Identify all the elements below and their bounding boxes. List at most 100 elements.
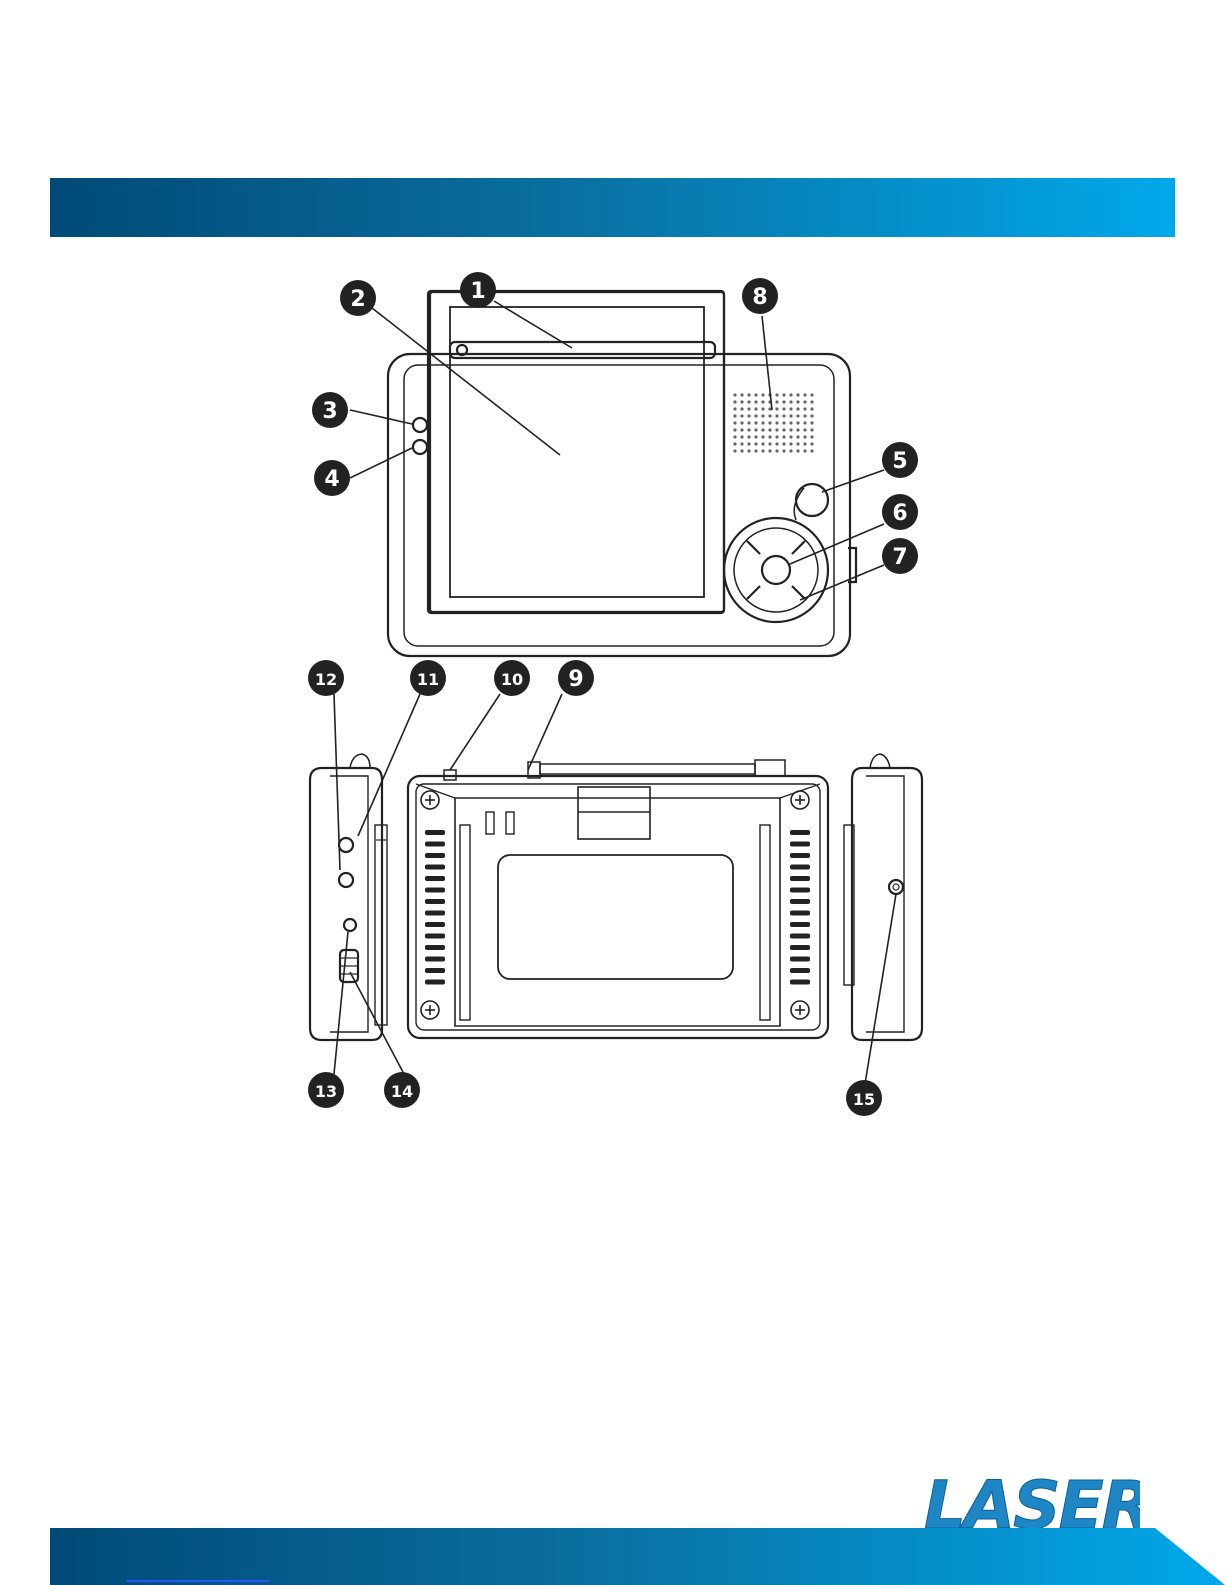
speaker-hole (796, 393, 799, 396)
svg-text:9: 9 (568, 667, 583, 692)
speaker-hole (782, 393, 785, 396)
device-body-back (408, 776, 828, 1038)
vent-slot (790, 899, 810, 904)
lcd-screen (428, 291, 724, 613)
speaker-hole (782, 414, 785, 417)
speaker-hole (740, 414, 743, 417)
speaker-hole (768, 428, 771, 431)
speaker-hole (810, 435, 813, 438)
svg-text:3: 3 (322, 399, 337, 424)
speaker-hole (796, 421, 799, 424)
speaker-hole (796, 449, 799, 452)
speaker-hole (789, 414, 792, 417)
speaker-hole (733, 428, 736, 431)
speaker-hole (796, 435, 799, 438)
vent-slot (790, 911, 810, 916)
callout-8: 8 (742, 278, 778, 314)
callout-11: 11 (410, 660, 446, 696)
svg-text:5: 5 (892, 449, 907, 474)
speaker-hole (775, 407, 778, 410)
speaker-hole (775, 421, 778, 424)
speaker-hole (810, 393, 813, 396)
speaker-hole (775, 442, 778, 445)
speaker-hole (803, 393, 806, 396)
vent-slot (790, 922, 810, 927)
speaker-hole (810, 414, 813, 417)
speaker-hole (803, 428, 806, 431)
speaker-hole (761, 407, 764, 410)
speaker-hole (789, 435, 792, 438)
speaker-hole (789, 400, 792, 403)
speaker-hole (803, 421, 806, 424)
speaker-hole (789, 428, 792, 431)
speaker-hole (775, 400, 778, 403)
callout-markers: 1 2 3 4 5 6 7 8 9 10 11 12 13 14 15 (308, 272, 918, 1116)
speaker-hole (775, 414, 778, 417)
footer-link-underline[interactable] (127, 1580, 269, 1582)
speaker-hole (775, 435, 778, 438)
callout-6: 6 (882, 494, 918, 530)
vent-slot (790, 888, 810, 893)
vent-slot (790, 934, 810, 939)
speaker-hole (782, 435, 785, 438)
dc-jack (344, 919, 356, 931)
direction-pad (724, 518, 828, 622)
led-indicator-2 (413, 440, 427, 454)
screws (421, 791, 809, 1019)
speaker-hole (796, 414, 799, 417)
speaker-hole (782, 428, 785, 431)
earphone-jack (339, 873, 353, 887)
speaker-hole (810, 449, 813, 452)
callout-14: 14 (384, 1072, 420, 1108)
speaker-hole (747, 400, 750, 403)
speaker-hole (754, 449, 757, 452)
vent-slot (425, 922, 445, 927)
back-view (408, 760, 828, 1038)
speaker-hole (740, 442, 743, 445)
vent-slot (790, 876, 810, 881)
vent-slot (425, 876, 445, 881)
speaker-hole (747, 442, 750, 445)
speaker-hole (782, 421, 785, 424)
vent-slot (425, 899, 445, 904)
speaker-hole (803, 400, 806, 403)
speaker-hole (810, 400, 813, 403)
speaker-hole (789, 449, 792, 452)
speaker-hole (803, 407, 806, 410)
callout-7: 7 (882, 538, 918, 574)
power-switch (889, 880, 903, 894)
svg-text:4: 4 (324, 467, 339, 492)
speaker-hole (733, 449, 736, 452)
speaker-hole (733, 407, 736, 410)
speaker-hole (803, 442, 806, 445)
svg-text:1: 1 (470, 279, 485, 304)
speaker-hole (754, 407, 757, 410)
speaker-hole (733, 435, 736, 438)
speaker-hole (747, 414, 750, 417)
svg-text:8: 8 (752, 285, 767, 310)
speaker-hole (782, 400, 785, 403)
callout-3: 3 (312, 392, 348, 428)
speaker-hole (789, 407, 792, 410)
device-body-front (388, 354, 850, 656)
svg-text:13: 13 (315, 1082, 337, 1101)
svg-text:7: 7 (892, 545, 907, 570)
speaker-hole (733, 393, 736, 396)
speaker-hole (775, 449, 778, 452)
callout-9: 9 (558, 660, 594, 696)
callout-15: 15 (846, 1080, 882, 1116)
speaker-hole (761, 421, 764, 424)
speaker-hole (754, 421, 757, 424)
vent-slot (425, 934, 445, 939)
speaker-hole (789, 421, 792, 424)
svg-text:2: 2 (350, 287, 365, 312)
led-indicator-1 (413, 418, 427, 432)
speaker-hole (796, 400, 799, 403)
speaker-hole (768, 449, 771, 452)
front-view (388, 291, 856, 656)
speaker-hole (747, 407, 750, 410)
vent-slot (425, 830, 445, 835)
vent-slot (425, 888, 445, 893)
speaker-hole (754, 414, 757, 417)
speaker-hole (747, 435, 750, 438)
